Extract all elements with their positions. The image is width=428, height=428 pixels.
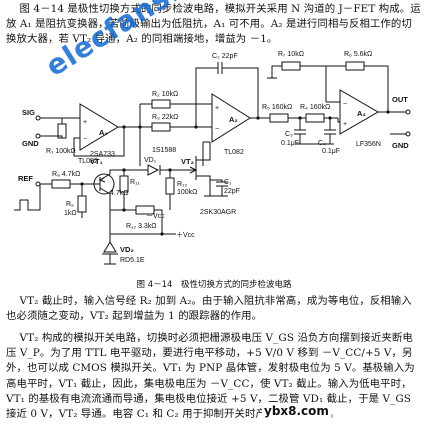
vt2-label: VT₂ <box>181 157 194 166</box>
c2-label: C₂ 22pF <box>212 53 238 60</box>
resistor-r4 <box>305 113 325 123</box>
r2-label: R₂ 10kΩ <box>152 91 178 98</box>
zener-vd2 <box>102 241 118 255</box>
r5-label: R₅ 160kΩ <box>262 104 292 111</box>
r7-label: R₇ 10kΩ <box>278 51 304 58</box>
gnd-terminal-2 <box>405 131 411 137</box>
c1-value: 22pF <box>224 188 240 195</box>
resistor-r8 <box>51 179 71 189</box>
vt1-part: 2SA733 <box>90 151 115 158</box>
resistor-r6 <box>345 61 365 71</box>
diode-vd1 <box>147 164 161 176</box>
vd2-label: VD₂ <box>120 245 134 254</box>
svg-text:−: − <box>215 126 219 133</box>
body-paragraph-2: VT₂ 截止时，输入信号经 R₂ 加到 A₂。由于输入阻抗非常高，成为等电位，反… <box>6 295 412 323</box>
r8-label: R₈ 4.7kΩ <box>52 171 80 178</box>
gnd-terminal-1 <box>35 133 41 139</box>
r11-label: R₁₁ <box>130 179 140 186</box>
resistor-r3 <box>151 122 171 132</box>
body-paragraph-3: VT₂ 构成的模拟开关电路，切换时必须把栅源极电压 V_GS 沿负方向摆到接近夹… <box>6 332 415 421</box>
a3-label: A₃ <box>357 109 366 118</box>
a2-part: TL082 <box>224 149 244 156</box>
vd2-part: RD5.1E <box>120 257 145 264</box>
svg-text:+: + <box>215 105 219 112</box>
r11-value: 4.7kΩ <box>110 190 128 197</box>
pos-vcc-label: ＋Vcc <box>176 231 195 239</box>
intro-paragraph: 图 4－14 是极性切换方式的同步检波电路，模拟开关采用 N 沟道的 J－FET… <box>6 3 421 46</box>
c4-value: 0.1μF <box>322 148 340 155</box>
opamp-a1 <box>79 103 119 151</box>
a1-part: TL082 <box>78 158 98 165</box>
gnd-label-1: GND <box>22 139 39 148</box>
vt1-label: VT₁ <box>90 157 103 166</box>
pulse-icon <box>14 199 34 211</box>
a2-label: A₂ <box>229 115 238 124</box>
vd1-label: VD₁ <box>144 157 157 164</box>
out-label: OUT <box>392 95 408 104</box>
resistor-r9 <box>77 195 87 213</box>
resistor-r5 <box>269 113 289 123</box>
ref-terminal <box>35 181 41 187</box>
opamp-a3 <box>339 89 379 135</box>
a1-label: A₁ <box>99 128 108 137</box>
resistor-r2 <box>151 99 171 109</box>
r4-label: R₄ 160kΩ <box>300 104 330 111</box>
r10-value: 100kΩ <box>177 189 197 196</box>
sig-label: SIG <box>22 108 35 117</box>
r3-label: R₃ 22kΩ <box>152 114 178 121</box>
r10-label: R₁₀ <box>177 181 187 188</box>
svg-text:−: − <box>343 101 347 108</box>
vt2-part: 2SK30AGR <box>200 209 236 216</box>
c1-label: C₁ <box>224 179 232 186</box>
vd1-part: 1S1588 <box>152 147 176 154</box>
a3-part: LF356N <box>356 141 381 148</box>
r9-label: R₉ <box>66 201 74 208</box>
r12-label: R₁₂ 3.3kΩ <box>126 223 157 230</box>
figure-caption: 图 4－14 极性切换方式的同步检波电路 <box>136 280 292 290</box>
resistor-r10 <box>165 177 175 195</box>
svg-text:−: − <box>83 136 87 143</box>
c3-label: C₃ <box>285 131 293 138</box>
r6-label: R₆ 5.6kΩ <box>344 51 372 58</box>
gnd-label-2: GND <box>392 141 409 150</box>
watermark-ybx8: ybx8.com <box>262 404 331 418</box>
opamp-a2 <box>211 93 251 143</box>
neg-vcc-label: －Vcc <box>146 213 165 220</box>
c3-value: 0.1μF <box>281 140 299 147</box>
out-terminal <box>405 109 411 115</box>
resistor-r7 <box>281 61 301 71</box>
sig-terminal <box>35 115 41 121</box>
circuit-diagram: SIG GND R₁ 100kΩ + − A₁ TL082 R₂ 10kΩ R₃… <box>14 51 411 265</box>
ref-label: REF <box>18 174 33 183</box>
r1-label: R₁ 100kΩ <box>46 148 76 155</box>
capacitor-c2 <box>217 62 223 74</box>
svg-text:+: + <box>343 121 347 128</box>
svg-text:+: + <box>83 119 87 126</box>
r9-value: 1kΩ <box>64 210 77 217</box>
